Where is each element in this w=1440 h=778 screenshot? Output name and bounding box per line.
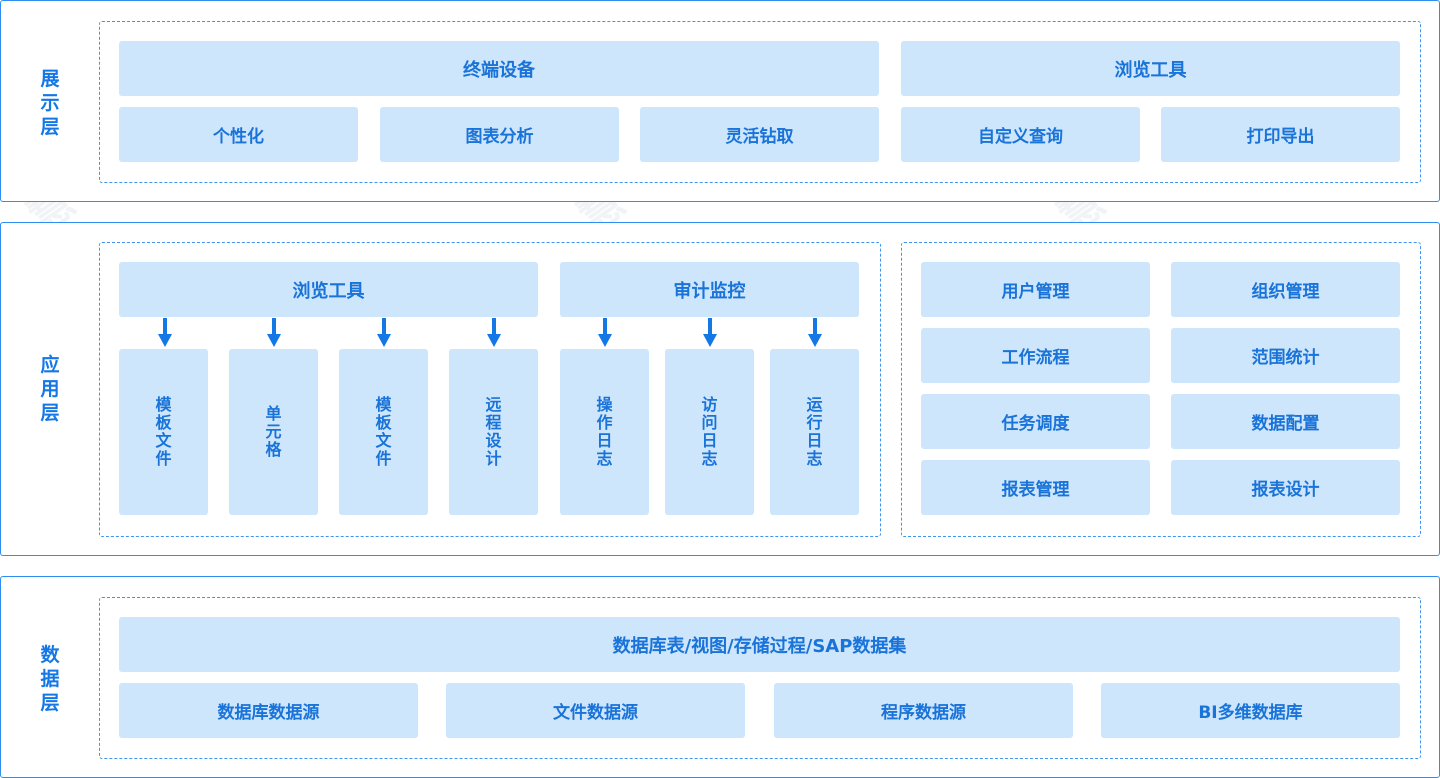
operation-log-box: 操作日志: [560, 349, 649, 515]
data-layer: 数 据 层 数据库表/视图/存储过程/SAP数据集 数据库数据源 文件数据源 程…: [0, 576, 1440, 778]
application-layer-label: 应 用 层: [40, 354, 60, 424]
data-config-box: 数据配置: [1171, 394, 1400, 449]
presentation-group: [99, 21, 1421, 183]
data-group: [99, 597, 1421, 759]
application-layer: 应 用 层 浏览工具 审计监控 模板文件 单元格 模板文件 远程设计 操作日志 …: [0, 222, 1440, 556]
arrow-down-icon: [598, 318, 612, 347]
run-log-box: 运行日志: [770, 349, 859, 515]
browser-tool-box: 浏览工具: [901, 41, 1400, 96]
bi-cube-box: BI多维数据库: [1101, 683, 1400, 738]
cell-box: 单元格: [229, 349, 318, 515]
arrow-down-icon: [158, 318, 172, 347]
arrow-down-icon: [267, 318, 281, 347]
chart-analysis-box: 图表分析: [380, 107, 619, 162]
application-management-group: [901, 242, 1421, 537]
print-export-box: 打印导出: [1161, 107, 1400, 162]
data-tables-box: 数据库表/视图/存储过程/SAP数据集: [119, 617, 1400, 672]
workflow-box: 工作流程: [921, 328, 1150, 383]
task-scheduling-box: 任务调度: [921, 394, 1150, 449]
presentation-layer-label: 展 示 层: [40, 68, 60, 138]
arrow-down-icon: [808, 318, 822, 347]
program-source-box: 程序数据源: [774, 683, 1073, 738]
report-management-box: 报表管理: [921, 460, 1150, 515]
scope-stats-box: 范围统计: [1171, 328, 1400, 383]
arrow-down-icon: [377, 318, 391, 347]
remote-design-box: 远程设计: [449, 349, 538, 515]
drill-down-box: 灵活钻取: [640, 107, 879, 162]
db-source-box: 数据库数据源: [119, 683, 418, 738]
audit-monitor-box: 审计监控: [560, 262, 859, 317]
user-management-box: 用户管理: [921, 262, 1150, 317]
presentation-layer: 展 示 层 终端设备 浏览工具 个性化 图表分析 灵活钻取 自定义查询 打印导出: [0, 0, 1440, 202]
data-layer-label: 数 据 层: [40, 644, 60, 714]
custom-query-box: 自定义查询: [901, 107, 1140, 162]
arrow-down-icon: [703, 318, 717, 347]
access-log-box: 访问日志: [665, 349, 754, 515]
template-file-box: 模板文件: [339, 349, 428, 515]
terminal-device-box: 终端设备: [119, 41, 879, 96]
app-browser-tool-box: 浏览工具: [119, 262, 538, 317]
report-design-box: 报表设计: [1171, 460, 1400, 515]
template-file-box: 模板文件: [119, 349, 208, 515]
file-source-box: 文件数据源: [446, 683, 745, 738]
application-tools-group: [99, 242, 881, 537]
personalization-box: 个性化: [119, 107, 358, 162]
org-management-box: 组织管理: [1171, 262, 1400, 317]
arrow-down-icon: [487, 318, 501, 347]
